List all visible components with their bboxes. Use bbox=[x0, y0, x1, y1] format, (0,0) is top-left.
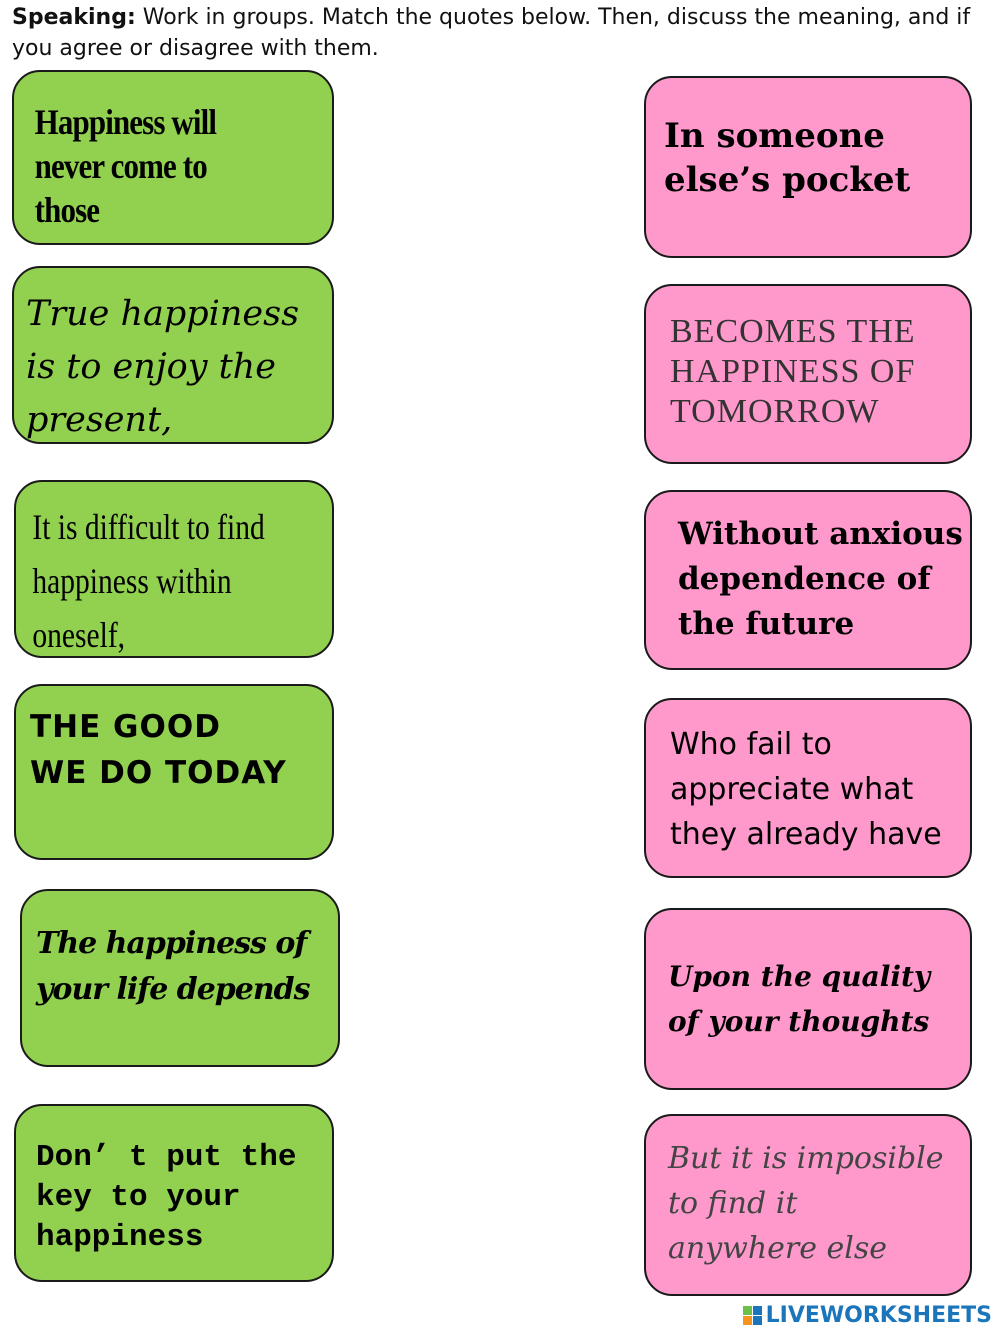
quote-text: The happiness of your life depends bbox=[36, 926, 311, 1007]
quote-card-left-2[interactable]: True happiness is to enjoy the present, bbox=[12, 266, 334, 444]
quote-text: Upon the quality of your thoughts bbox=[668, 960, 931, 1038]
quote-text: Becomes the happiness of tomorrow bbox=[670, 313, 916, 430]
quote-card-left-6[interactable]: Don’ t put the key to your happiness bbox=[14, 1104, 334, 1282]
quote-text: Who fail to appreciate what they already… bbox=[670, 727, 942, 852]
quote-card-left-3[interactable]: It is difficult to find happiness within… bbox=[14, 480, 334, 658]
instructions-text: Work in groups. Match the quotes below. … bbox=[12, 5, 971, 61]
instructions: Speaking: Work in groups. Match the quot… bbox=[12, 2, 992, 64]
quote-card-right-3[interactable]: Without anxious dependence of the future bbox=[644, 490, 972, 670]
quote-text: True happiness is to enjoy the present, bbox=[26, 294, 300, 440]
quote-card-right-6[interactable]: But it is imposible to find it anywhere … bbox=[644, 1114, 972, 1296]
liveworksheets-footer: LIVEWORKSHEETS bbox=[742, 1303, 992, 1328]
quote-card-right-5[interactable]: Upon the quality of your thoughts bbox=[644, 908, 972, 1090]
quote-text: Don’ t put the key to your happiness bbox=[36, 1140, 297, 1255]
quote-text: Without anxious dependence of the future bbox=[678, 516, 963, 642]
quote-text: But it is imposible to find it anywhere … bbox=[668, 1141, 944, 1266]
quote-text: In someone else’s pocket bbox=[664, 116, 911, 200]
quote-card-left-1[interactable]: Happiness will never come to those bbox=[12, 70, 334, 245]
liveworksheets-logo-icon bbox=[742, 1306, 762, 1325]
quote-card-right-1[interactable]: In someone else’s pocket bbox=[644, 76, 972, 258]
quote-text: Happiness will never come to those bbox=[34, 102, 217, 230]
quote-card-right-4[interactable]: Who fail to appreciate what they already… bbox=[644, 698, 972, 878]
quote-text: It is difficult to find happiness within… bbox=[32, 507, 265, 655]
instructions-label: Speaking: bbox=[12, 5, 136, 30]
quote-card-left-4[interactable]: THE GOOD WE DO TODAY bbox=[14, 684, 334, 860]
brand-text: LIVEWORKSHEETS bbox=[765, 1303, 992, 1328]
quote-text: THE GOOD WE DO TODAY bbox=[30, 709, 287, 791]
quote-card-left-5[interactable]: The happiness of your life depends bbox=[20, 889, 340, 1067]
quote-card-right-2[interactable]: Becomes the happiness of tomorrow bbox=[644, 284, 972, 464]
